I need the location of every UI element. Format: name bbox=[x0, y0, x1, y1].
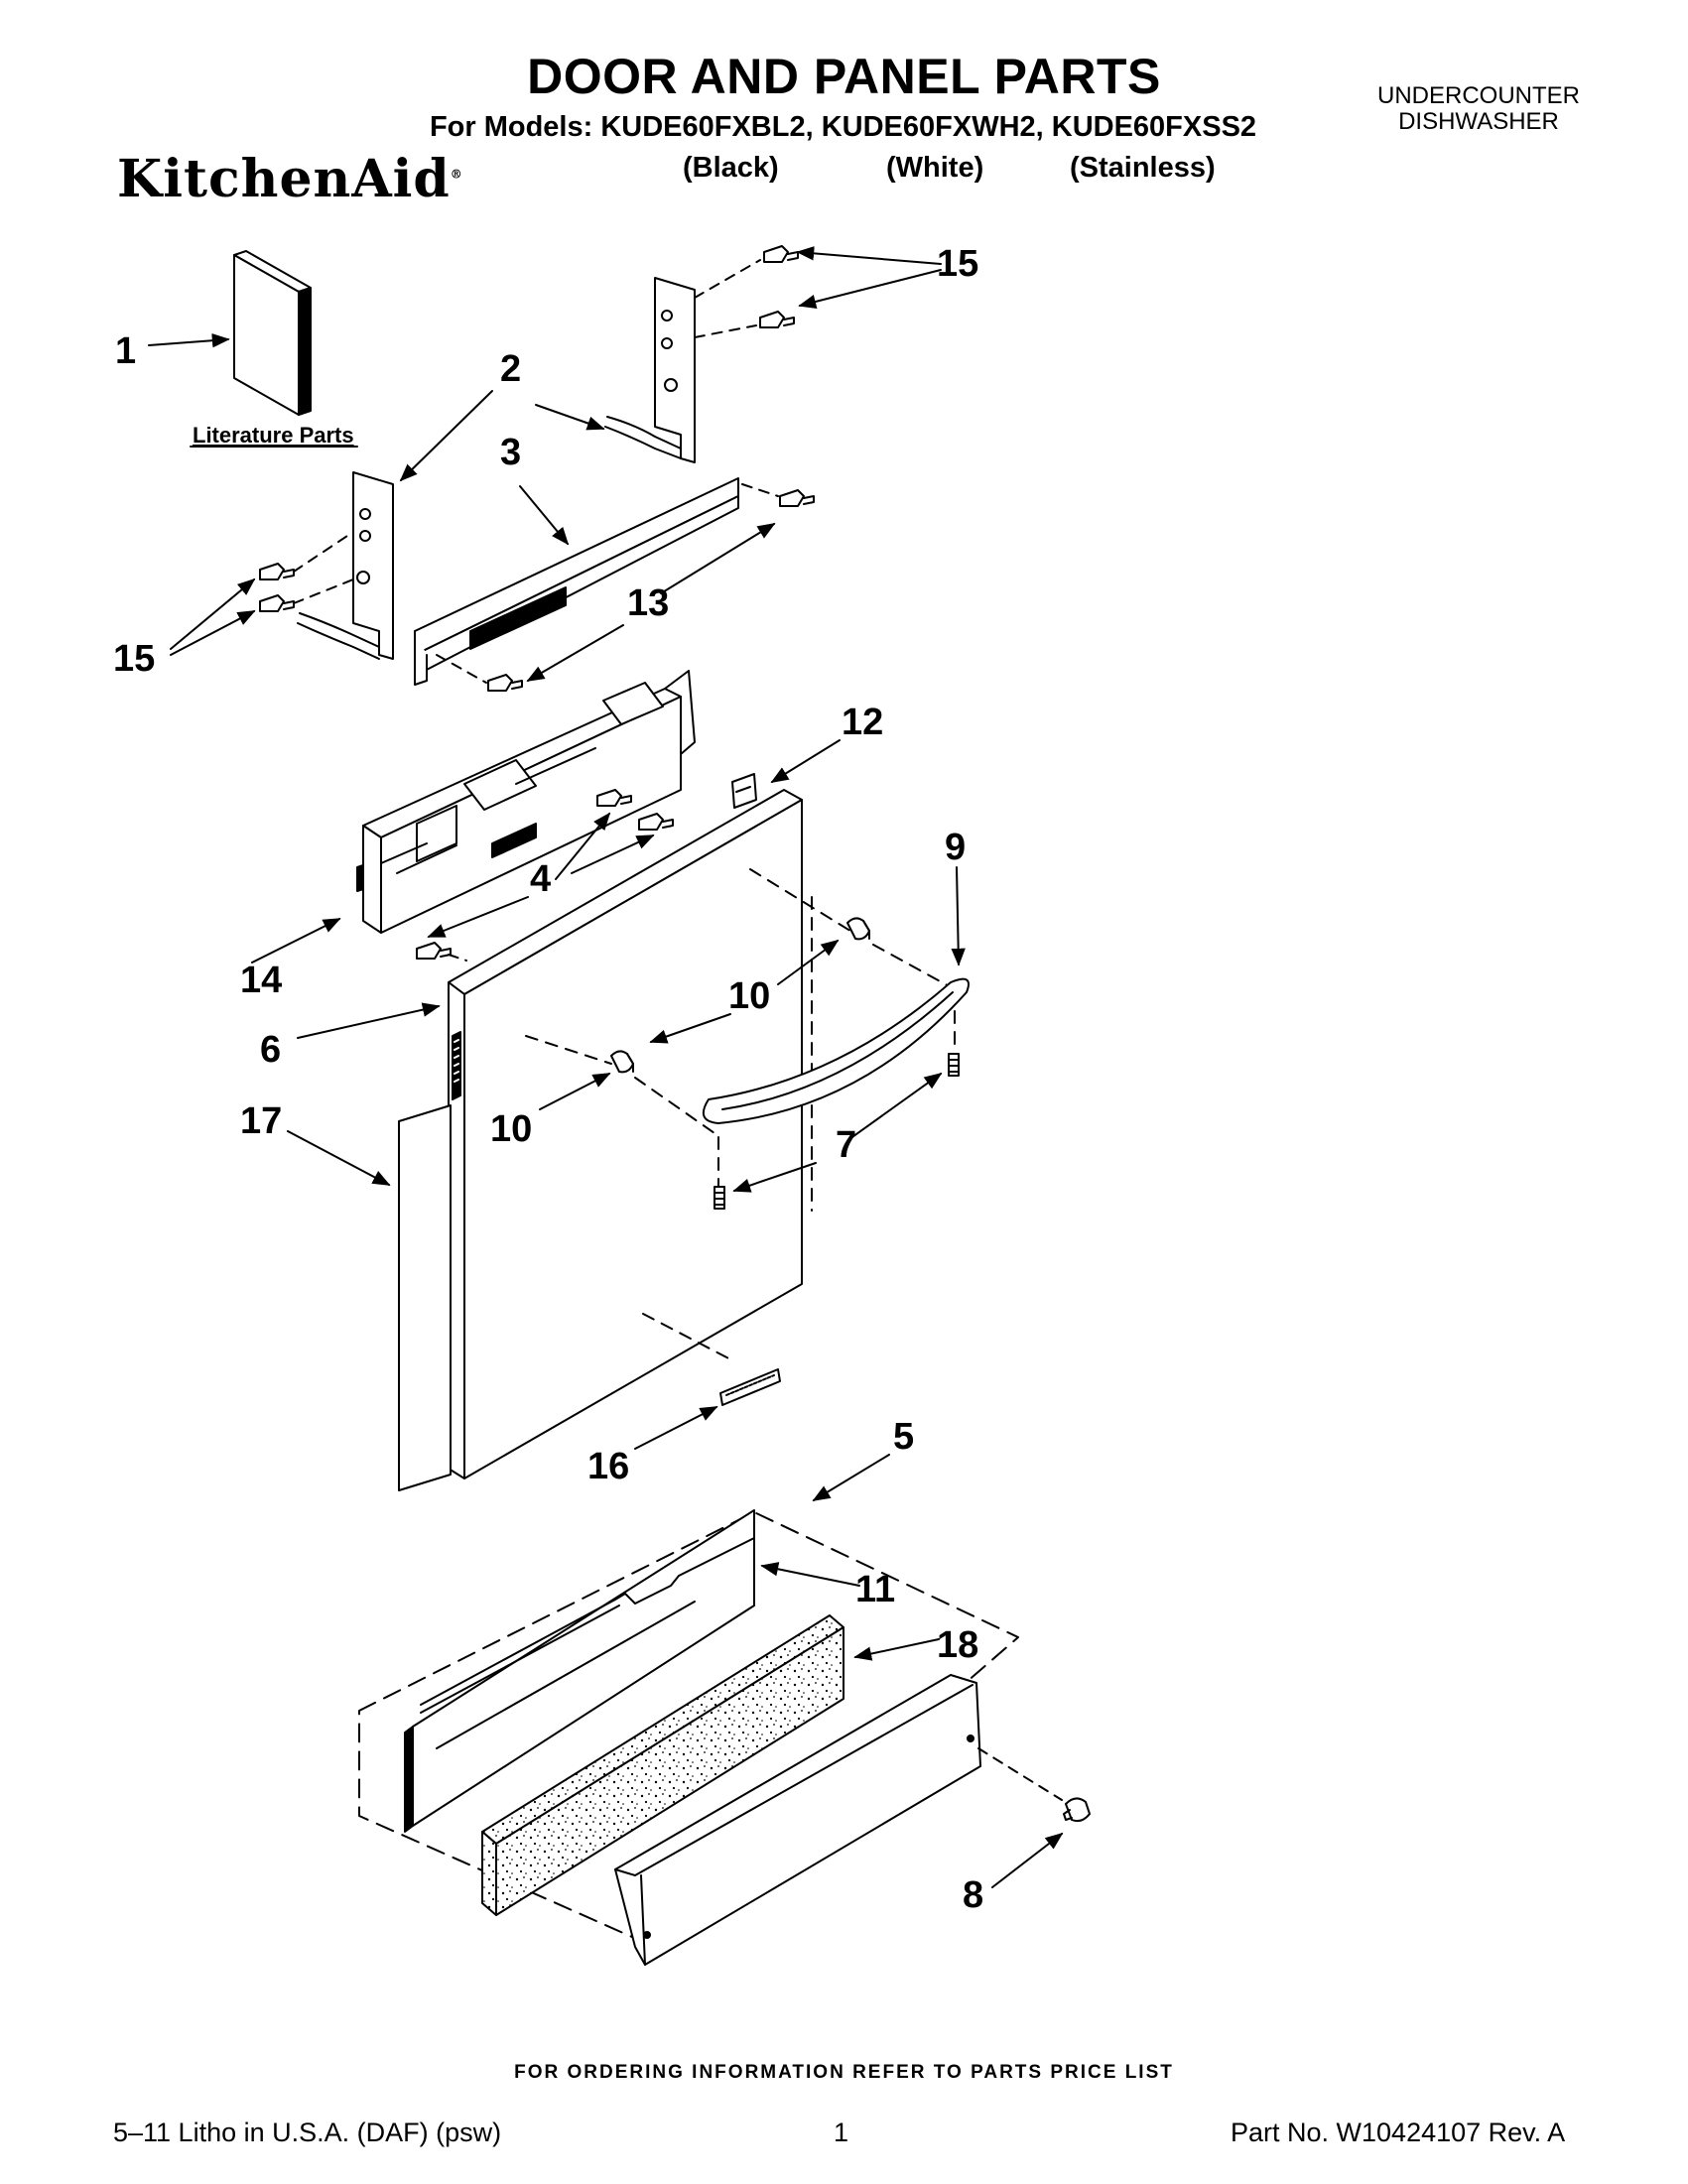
callout-7: 7 bbox=[836, 1124, 856, 1166]
page-title: DOOR AND PANEL PARTS bbox=[527, 49, 1161, 104]
insulation-foam bbox=[481, 1614, 844, 1916]
callout-5: 5 bbox=[893, 1416, 914, 1458]
callout-3: 3 bbox=[500, 432, 521, 473]
kick-plate-screw bbox=[977, 1747, 1091, 1823]
door-hinge-bracket-right bbox=[604, 277, 696, 463]
callout-18: 18 bbox=[937, 1624, 978, 1666]
door-clip bbox=[731, 773, 757, 809]
leader-15-bottom-b bbox=[170, 610, 256, 656]
leader-10-a bbox=[777, 939, 840, 985]
kick-plate bbox=[614, 1674, 981, 1966]
callout-13: 13 bbox=[627, 582, 669, 624]
leader-8 bbox=[991, 1832, 1064, 1888]
leader-18 bbox=[853, 1638, 940, 1661]
callout-2: 2 bbox=[500, 348, 521, 390]
hinge-screws-lower bbox=[259, 531, 354, 612]
leader-5 bbox=[812, 1454, 890, 1501]
outer-door-panel bbox=[448, 789, 803, 1479]
leader-6 bbox=[297, 1002, 441, 1039]
leader-7-b bbox=[732, 1162, 817, 1193]
callout-10a: 10 bbox=[728, 975, 770, 1017]
door-handle bbox=[702, 977, 970, 1124]
callout-1: 1 bbox=[115, 330, 136, 372]
access-panel bbox=[404, 1509, 755, 1833]
category-line-2: DISHWASHER bbox=[1398, 108, 1559, 135]
callout-8: 8 bbox=[963, 1874, 983, 1916]
leader-4-a bbox=[555, 812, 611, 880]
variant-black: (Black) bbox=[683, 152, 779, 184]
leader-16 bbox=[634, 1406, 718, 1450]
registered-mark: ® bbox=[450, 167, 463, 182]
leader-13-b bbox=[526, 624, 624, 682]
brand-badge bbox=[719, 1368, 781, 1406]
hinge-screws-upper bbox=[694, 245, 799, 338]
ordering-note: FOR ORDERING INFORMATION REFER TO PARTS … bbox=[514, 2062, 1174, 2083]
category-line-1: UNDERCOUNTER bbox=[1377, 82, 1580, 109]
control-panel bbox=[414, 477, 739, 686]
callout-17: 17 bbox=[240, 1100, 282, 1142]
leader-14 bbox=[251, 918, 341, 964]
print-info: 5–11 Litho in U.S.A. (DAF) (psw) bbox=[113, 2118, 502, 2147]
models-line: For Models: KUDE60FXBL2, KUDE60FXWH2, KU… bbox=[429, 111, 1257, 143]
callout-15b: 15 bbox=[113, 638, 155, 680]
leader-2-left bbox=[399, 390, 493, 482]
leader-9 bbox=[951, 866, 966, 966]
console-assembly bbox=[356, 670, 696, 934]
leader-10-c bbox=[539, 1073, 611, 1110]
leader-3 bbox=[519, 485, 570, 546]
callout-11: 11 bbox=[855, 1569, 895, 1610]
door-hinge-bracket-left bbox=[297, 471, 394, 660]
page-number: 1 bbox=[834, 2118, 849, 2147]
part-number: Part No. W10424107 Rev. A bbox=[1231, 2118, 1566, 2147]
handle-mount-guides bbox=[525, 868, 956, 1362]
door-insulation bbox=[398, 1104, 452, 1491]
handle-set-screws bbox=[714, 1053, 960, 1210]
callout-16: 16 bbox=[587, 1446, 629, 1487]
leader-15-bottom-a bbox=[170, 578, 256, 650]
callout-4: 4 bbox=[530, 858, 551, 900]
appliance-category: UNDERCOUNTER DISHWASHER bbox=[1330, 83, 1627, 135]
handle-standoffs bbox=[610, 917, 870, 1074]
callout-12: 12 bbox=[842, 702, 883, 743]
leader-15-top-b bbox=[798, 269, 942, 309]
leader-2-right bbox=[535, 404, 605, 431]
panel-screws bbox=[436, 483, 815, 692]
leader-4-c bbox=[427, 896, 529, 938]
brand-name: KitchenAid bbox=[117, 149, 451, 209]
variant-stainless: (Stainless) bbox=[1070, 152, 1216, 184]
leader-12 bbox=[770, 739, 841, 783]
leader-13-a bbox=[660, 523, 776, 594]
leader-7-a bbox=[848, 1072, 943, 1140]
leader-4-b bbox=[571, 835, 655, 874]
callout-15a: 15 bbox=[937, 243, 978, 285]
literature-parts-label: Literature Parts bbox=[193, 423, 354, 448]
callout-9: 9 bbox=[945, 827, 966, 868]
leader-1 bbox=[148, 333, 230, 348]
callout-6: 6 bbox=[260, 1029, 281, 1071]
leader-10-b bbox=[649, 1013, 731, 1044]
leader-17 bbox=[287, 1130, 391, 1186]
leader-11 bbox=[760, 1562, 860, 1587]
door-screws bbox=[416, 789, 674, 962]
literature-booklet bbox=[233, 250, 312, 416]
variant-white: (White) bbox=[886, 152, 984, 184]
callout-10b: 10 bbox=[490, 1108, 532, 1150]
brand-logo: KitchenAid® bbox=[117, 149, 463, 209]
leader-15-top-a bbox=[796, 246, 942, 265]
callout-14: 14 bbox=[240, 960, 282, 1001]
